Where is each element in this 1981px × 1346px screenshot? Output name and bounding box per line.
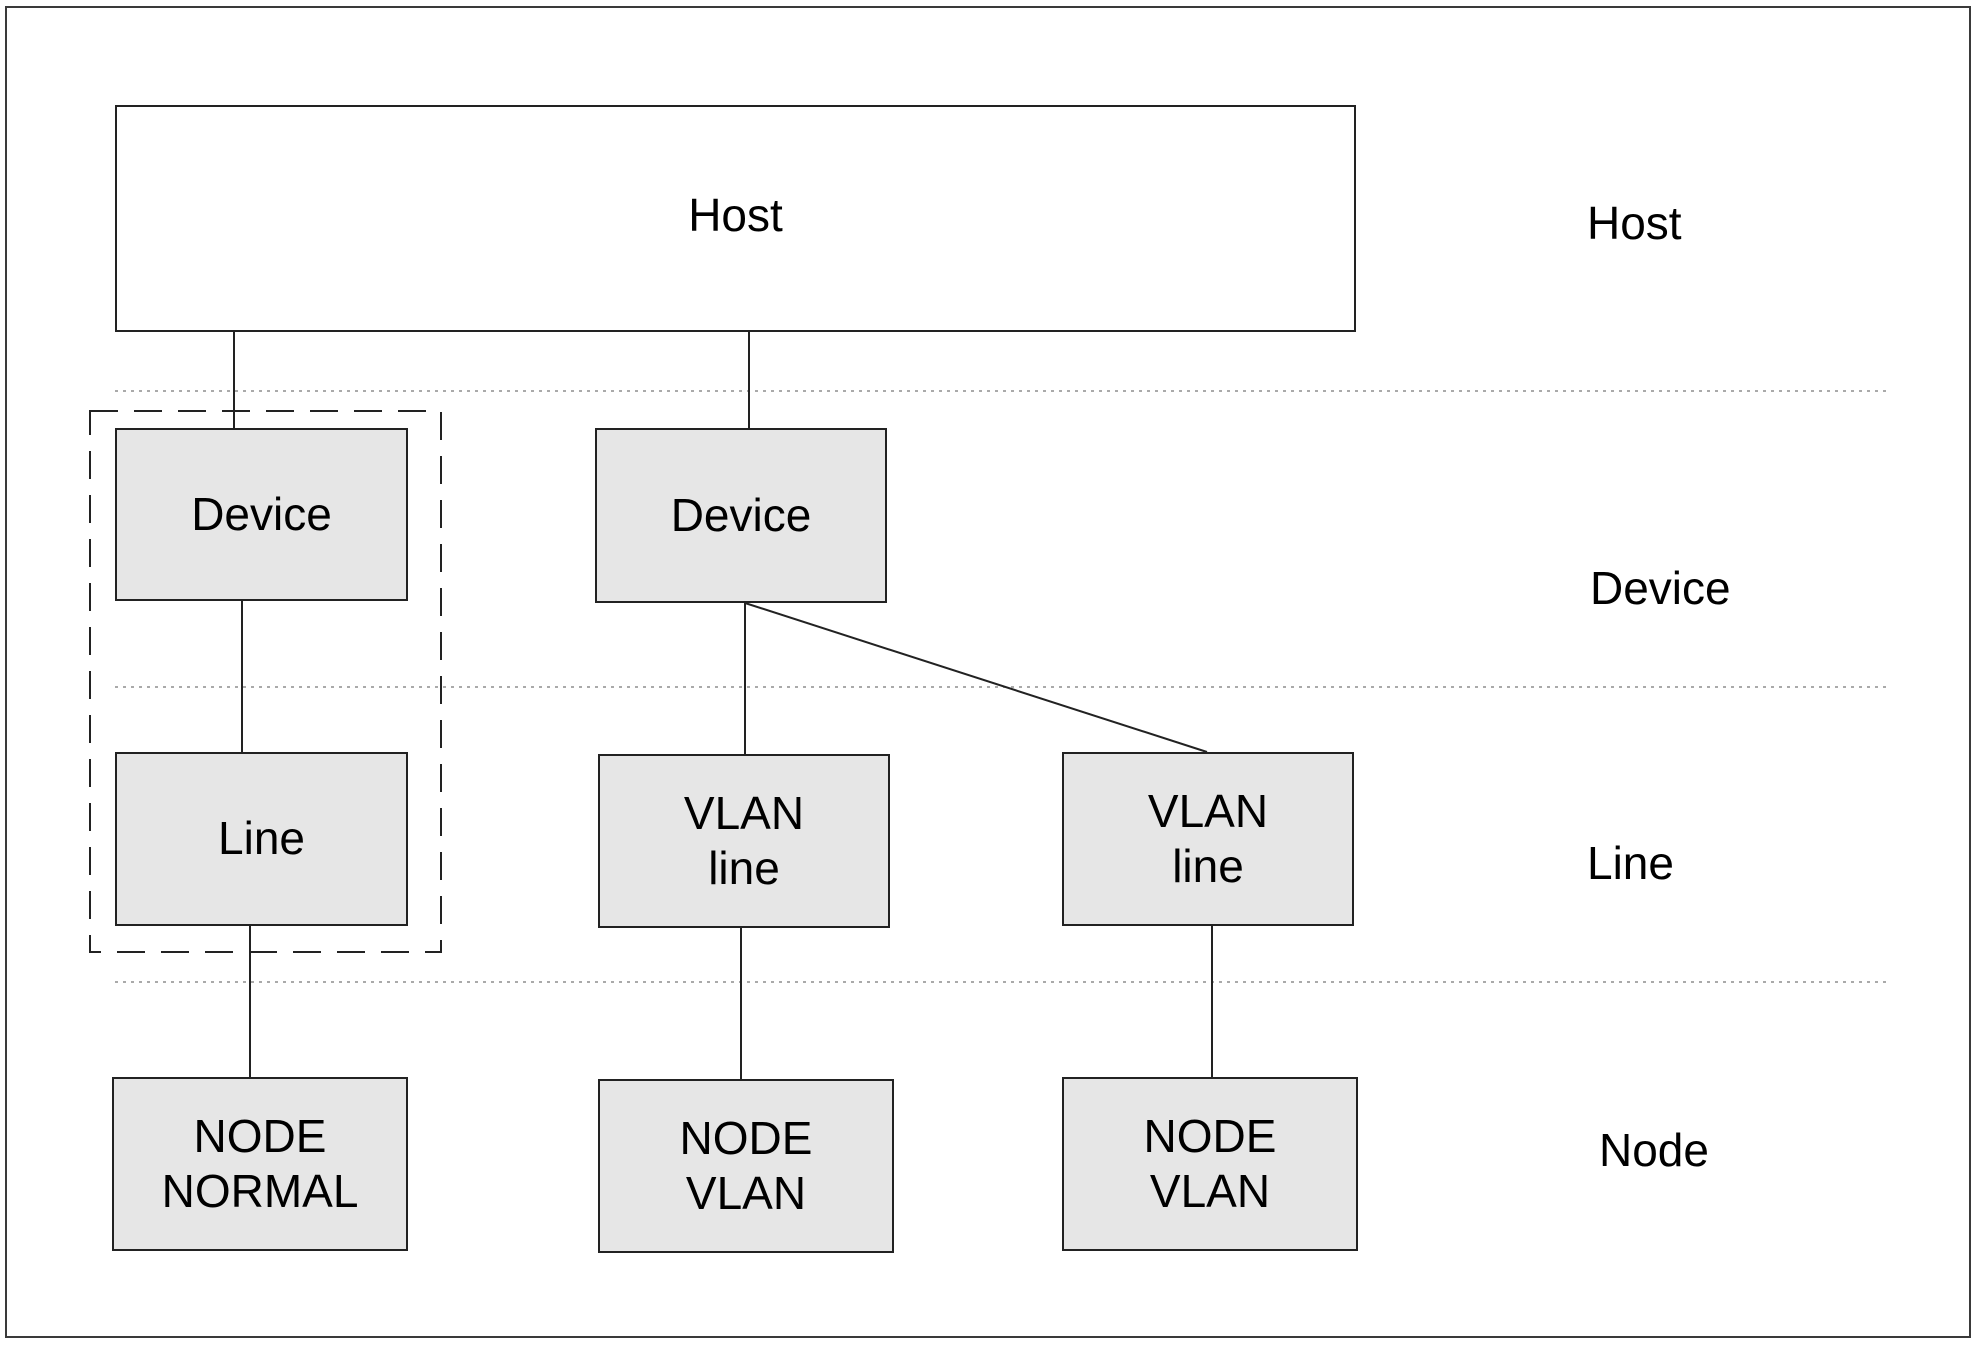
line-box-left: Line [115, 752, 408, 926]
vlan-line-box-right-label: VLAN line [1147, 784, 1269, 892]
host-box-label: Host [688, 189, 783, 242]
diagram-frame [5, 6, 1971, 1338]
device-box-mid-label: Device [670, 488, 812, 541]
vlan-line-box-right: VLAN line [1062, 752, 1354, 926]
line-box-left-label: Line [218, 812, 305, 865]
device-box-mid: Device [595, 428, 887, 603]
device-box-left-label: Device [191, 487, 332, 540]
node-normal-box-label: NODE NORMAL [161, 1109, 359, 1217]
node-vlan-box-right: NODE VLAN [1062, 1077, 1358, 1251]
connector-device-vlan-right [744, 602, 1208, 753]
layer-label-device: Device [1590, 562, 1731, 614]
vlan-line-box-mid-label: VLAN line [683, 786, 805, 894]
vlan-line-box-mid: VLAN line [598, 754, 890, 928]
node-vlan-box-mid-label: NODE VLAN [679, 1111, 813, 1219]
layer-label-node: Node [1599, 1124, 1709, 1176]
device-box-left: Device [115, 428, 408, 601]
group-dashed-border [89, 410, 442, 953]
layer-label-line: Line [1587, 837, 1674, 889]
node-normal-box: NODE NORMAL [112, 1077, 408, 1251]
layer-label-host: Host [1587, 197, 1682, 249]
node-vlan-box-mid: NODE VLAN [598, 1079, 894, 1253]
node-vlan-box-right-label: NODE VLAN [1143, 1109, 1277, 1217]
host-box: Host [115, 105, 1356, 332]
